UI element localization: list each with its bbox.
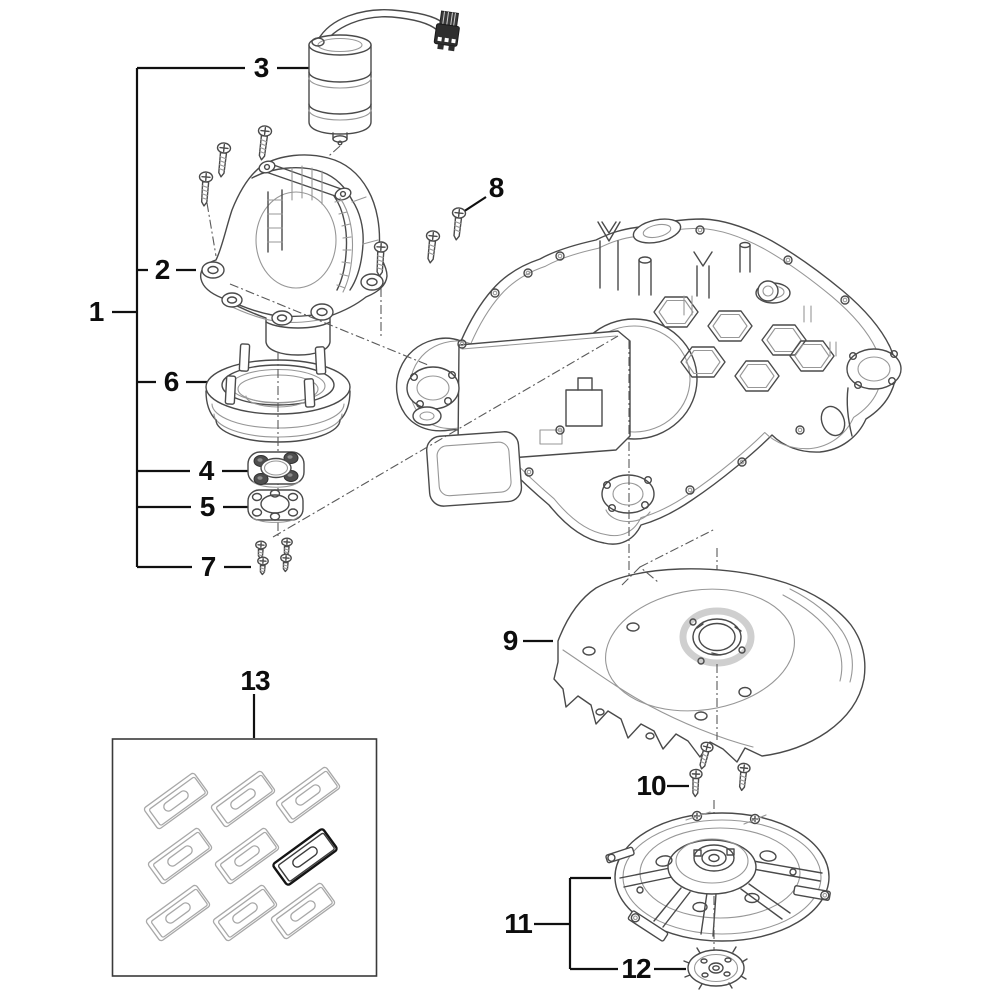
- spare-blades: [143, 766, 341, 942]
- callout-leader-lines: [112, 66, 689, 971]
- part-3-motor: [308, 9, 460, 172]
- screw: [257, 125, 273, 161]
- part-13-blade-kit: [111, 738, 378, 977]
- part-5-gasket-plate: [247, 489, 304, 523]
- part-8-screws: [425, 207, 467, 264]
- screw: [216, 142, 232, 178]
- callout-12: 12: [621, 953, 651, 984]
- screw: [198, 171, 214, 207]
- callout-9: 9: [502, 625, 519, 656]
- callout-3: 3: [253, 52, 270, 83]
- honeycomb-ribs: [653, 296, 835, 392]
- cable-connector: [433, 10, 460, 52]
- chassis-housing: [395, 218, 902, 545]
- axis-lines: [229, 283, 716, 575]
- callout-1: 1: [88, 296, 105, 327]
- callout-4: 4: [198, 455, 215, 486]
- part-2-gear-housing: [198, 125, 389, 356]
- part-11-blade-disc: [605, 800, 831, 942]
- part-10-screws: [689, 664, 751, 798]
- callout-13: 13: [240, 665, 270, 696]
- highlighted-blade: [272, 828, 338, 886]
- part-9-cover: [553, 548, 866, 763]
- callout-5: 5: [199, 491, 216, 522]
- callout-6: 6: [163, 366, 180, 397]
- callout-8: 8: [488, 172, 505, 203]
- part-12-cap: [683, 896, 748, 990]
- callout-11: 11: [504, 908, 533, 939]
- part-4-flange-plate: [247, 451, 305, 488]
- part-7-screws: [255, 537, 293, 576]
- callout-2: 2: [154, 254, 171, 285]
- callout-10: 10: [636, 770, 666, 801]
- screw: [373, 241, 389, 277]
- callout-7: 7: [200, 551, 217, 582]
